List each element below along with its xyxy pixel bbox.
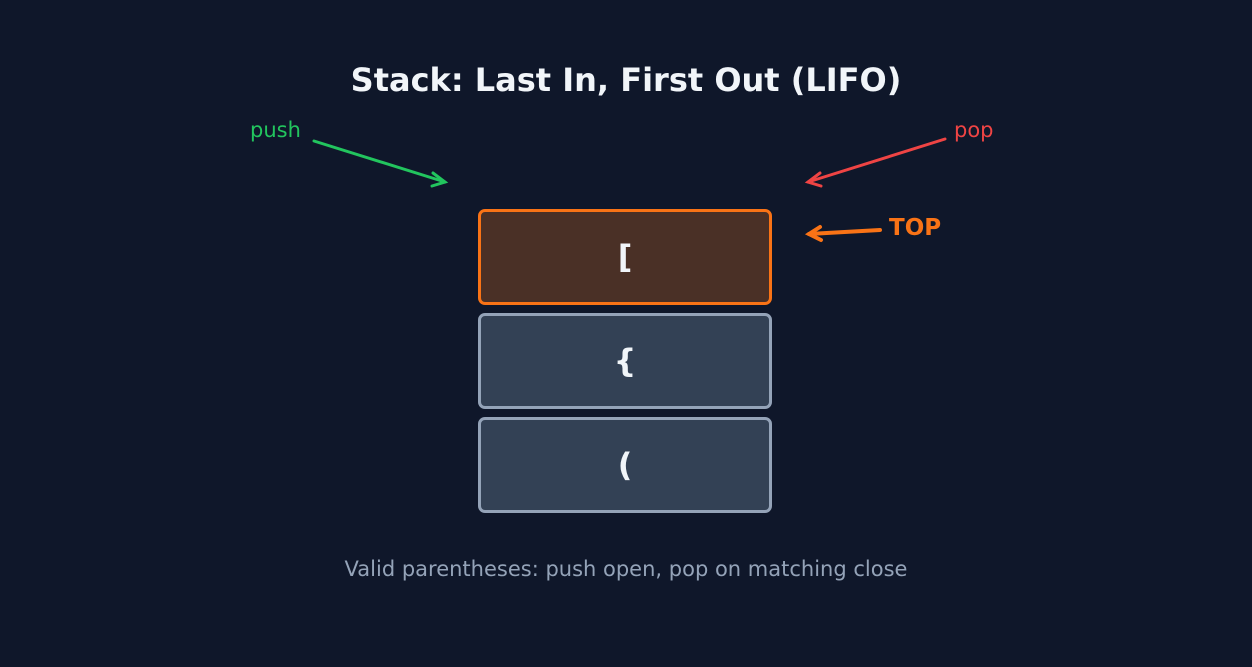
stack-item-symbol: ( <box>617 446 633 484</box>
push-label: push <box>250 118 301 142</box>
pop-label: pop <box>954 118 994 142</box>
stack-item-top: [ <box>478 209 772 305</box>
diagram-title: Stack: Last In, First Out (LIFO) <box>350 61 902 99</box>
stack-item-symbol: { <box>613 342 637 380</box>
stack-item: { <box>478 313 772 409</box>
top-arrow-icon <box>804 225 882 242</box>
caption: Valid parentheses: push open, pop on mat… <box>344 557 908 581</box>
pop-arrow-icon <box>804 137 947 188</box>
stack-item-bottom: ( <box>478 417 772 513</box>
push-arrow-icon <box>312 139 449 188</box>
top-label: TOP <box>889 215 942 241</box>
stack-item-symbol: [ <box>617 238 633 276</box>
